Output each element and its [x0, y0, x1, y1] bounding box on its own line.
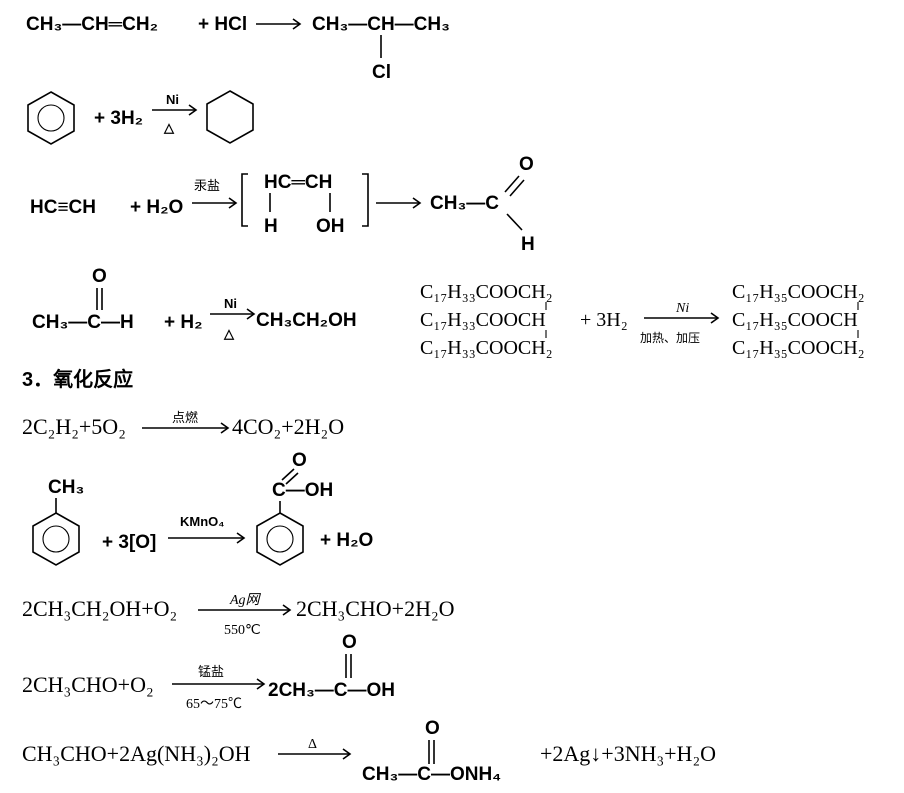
heat-pressure-condition: 加热、加压 [640, 331, 700, 345]
reaction-arrow-head [292, 18, 302, 30]
vinyl-alcohol-chain: HC═CH [264, 172, 332, 193]
oxidation-acetaldehyde-acid: 2CH₃CHO+O₂ 锰盐 65～75℃ O 2CH₃—C—OH [22, 632, 395, 712]
ammonium-acetate-formula: CH₃—C—ONH₄ [362, 764, 501, 785]
nickel-catalyst: Ni [675, 301, 689, 316]
reaction-propene-hcl: CH₃—CH═CH₂ + HCl CH₃—CH—CH₃ Cl [26, 14, 450, 83]
benzoic-ring-icon [256, 512, 304, 566]
carboxyl-oxygen: O [292, 450, 307, 471]
acetylene-formula: HC≡CH [30, 197, 96, 218]
carbonyl-oxygen: O [92, 266, 107, 287]
aldehyde-hydrogen: H [521, 234, 535, 255]
aldehyde-reactants: 2CH₃CHO+O₂ [22, 672, 154, 697]
oxidation-toluene: CH₃ + 3[O] KMnO₄ O C—OH + H₂O [32, 450, 373, 566]
oxidation-acetylene-combustion: 2C₂H₂+5O₂ 点燃 4CO₂+2H₂O [22, 410, 344, 439]
heat-condition: △ [163, 120, 175, 135]
reaction-acetylene-hydration: HC≡CH + H₂O 汞盐 HC═CH H OH CH₃—C O H [30, 154, 535, 255]
heat-condition: △ [223, 326, 235, 341]
oxidation-silver-mirror: CH₃CHO+2Ag(NH₃)₂OH Δ O CH₃—C—ONH₄ +2Ag↓+… [22, 718, 716, 785]
reaction-arrow-head [412, 197, 422, 209]
glyceride-line: C₁₇H₃₃COOCH₂ [420, 281, 553, 303]
nickel-catalyst: Ni [166, 92, 179, 107]
heat-condition: Δ [308, 737, 317, 752]
carboxyl-double-bond [281, 468, 295, 481]
reaction-arrow-head [228, 197, 238, 209]
reaction-arrow-head [256, 678, 266, 690]
cyclohexane-ring-icon [206, 90, 254, 144]
carbonyl-double-bond [504, 175, 520, 193]
aldehyde-hydrogen-bond [506, 213, 523, 231]
vinyl-hydroxyl: OH [316, 216, 345, 237]
section-heading: 3．氧化反应 [22, 367, 133, 391]
mercury-salt-catalyst: 汞盐 [194, 179, 220, 194]
reaction-arrow-head [282, 604, 292, 616]
reaction-benzene-hydrogenation: + 3H₂ Ni △ [27, 90, 254, 145]
benzene-aromatic-circle [37, 104, 65, 132]
reaction-arrow-head [236, 532, 246, 544]
temperature-condition: 550℃ [224, 623, 261, 638]
silver-mirror-byproducts: +2Ag↓+3NH₃+H₂O [540, 741, 716, 766]
methyl-group: CH₃ [48, 477, 84, 498]
acetaldehyde-formula: CH₃—C—H [32, 312, 134, 333]
carboxyl-group: C—OH [272, 480, 333, 501]
hydrogen-reagent: + 3H₂ [94, 108, 143, 129]
stearin-line: C₁₇H₃₅COOCH₂ [732, 337, 865, 359]
reaction-arrow-head [246, 308, 256, 320]
manganese-salt-condition: 锰盐 [198, 665, 224, 680]
reaction-arrow-head [188, 104, 198, 116]
reaction-arrow-head [220, 422, 230, 434]
acetaldehyde-formula: CH₃—C [430, 193, 499, 214]
reaction-acetaldehyde-reduction: O CH₃—C—H + H₂ Ni △ CH₃CH₂OH [32, 266, 357, 341]
benzoic-aromatic-circle [266, 525, 294, 553]
temperature-condition: 65～75℃ [186, 697, 242, 712]
silver-mesh-condition: Ag网 [229, 593, 262, 608]
water-byproduct: + H₂O [320, 530, 373, 551]
acetic-acid-formula: 2CH₃—C—OH [268, 680, 395, 701]
combustion-reactants: 2C₂H₂+5O₂ [22, 414, 126, 439]
carboxylate-oxygen: O [425, 718, 440, 739]
water-reagent: + H₂O [130, 197, 183, 218]
carboxyl-oxygen: O [342, 632, 357, 653]
toluene-ring-icon [32, 512, 80, 566]
carbonyl-double-bond [509, 179, 525, 197]
oxidation-ethanol: 2CH₃CH₂OH+O₂ Ag网 550℃ 2CH₃CHO+2H₂O [22, 593, 455, 638]
benzene-ring-icon [27, 91, 75, 145]
carboxyl-double-bond [285, 472, 299, 485]
right-bracket [362, 173, 369, 227]
glyceride-line: C₁₇H₃₃COOCH [420, 309, 546, 331]
acetaldehyde-products: 2CH₃CHO+2H₂O [296, 596, 455, 621]
ethanol-reactants: 2CH₃CH₂OH+O₂ [22, 596, 177, 621]
glyceride-line: C₁₇H₃₃COOCH₂ [420, 337, 553, 359]
toluene-aromatic-circle [42, 525, 70, 553]
permanganate-condition: KMnO₄ [180, 514, 224, 529]
ethanol-formula: CH₃CH₂OH [256, 310, 357, 331]
reaction-arrow-head [342, 748, 352, 760]
vinyl-hydrogen: H [264, 216, 278, 237]
reaction-arrow-head [710, 312, 720, 324]
chloropropane-formula: CH₃—CH—CH₃ [312, 14, 450, 35]
chlorine-atom: Cl [372, 62, 391, 83]
nickel-catalyst: Ni [224, 296, 237, 311]
hydrogen-reagent: + H₂ [164, 312, 203, 333]
reaction-oil-hydrogenation: C₁₇H₃₃COOCH₂ C₁₇H₃₃COOCH C₁₇H₃₃COOCH₂ + … [420, 281, 865, 359]
hydrogen-reagent: + 3H₂ [580, 309, 628, 331]
ignition-condition: 点燃 [172, 410, 198, 426]
propene-formula: CH₃—CH═CH₂ [26, 14, 158, 35]
combustion-products: 4CO₂+2H₂O [232, 414, 344, 439]
left-bracket [241, 173, 248, 227]
hcl-reagent: + HCl [198, 14, 247, 35]
oxygen-reagent: + 3[O] [102, 532, 156, 553]
silver-mirror-reactants: CH₃CHO+2Ag(NH₃)₂OH [22, 741, 251, 766]
carbonyl-oxygen: O [519, 154, 534, 175]
stearin-line: C₁₇H₃₅COOCH [732, 309, 858, 331]
stearin-line: C₁₇H₃₅COOCH₂ [732, 281, 865, 303]
